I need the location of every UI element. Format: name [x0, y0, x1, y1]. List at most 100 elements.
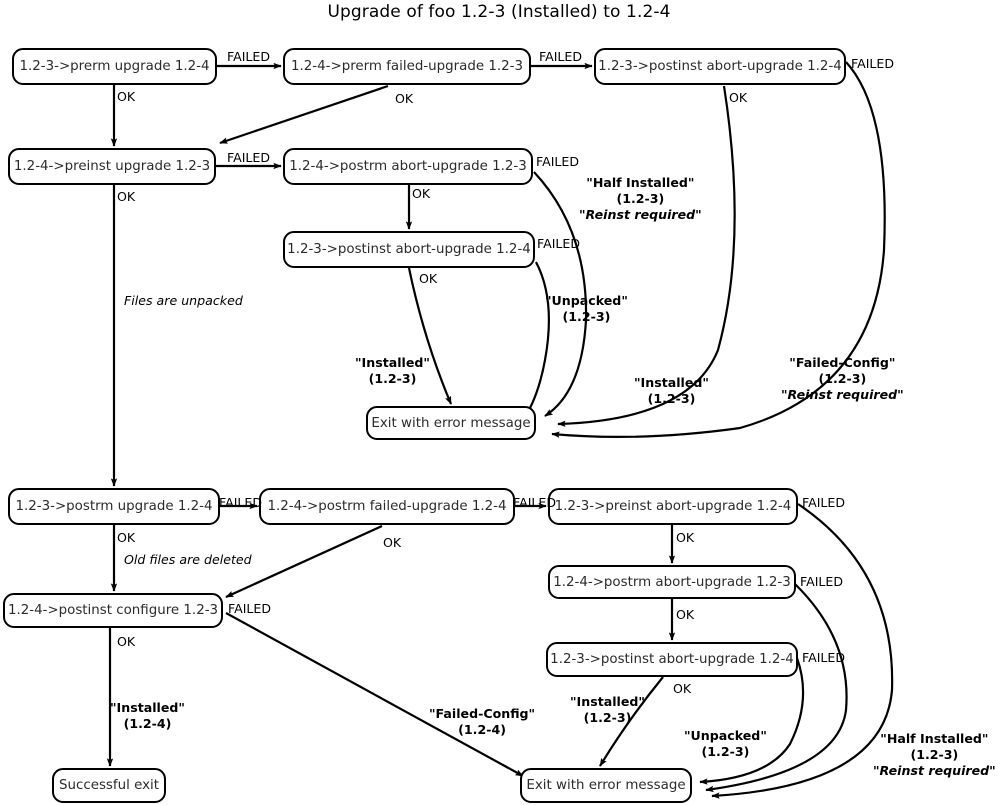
- edge-label-ok: OK: [117, 189, 136, 204]
- node-label: 1.2-4->preinst upgrade 1.2-3: [13, 159, 211, 174]
- edge-label-failed: FAILED: [802, 650, 846, 665]
- edge-n13-n15: [599, 676, 664, 767]
- state-line-2: (1.2-3): [583, 710, 632, 726]
- state-line-italic: "Reinst required": [579, 207, 702, 223]
- edge-label-failed: FAILED: [227, 49, 271, 64]
- state-line-2: (1.2-3): [647, 391, 696, 407]
- note-old-files-are-deleted: Old files are deleted: [124, 552, 252, 567]
- edge-label-failed: FAILED: [851, 56, 895, 71]
- node-label: 1.2-4->prerm failed-upgrade 1.2-3: [291, 59, 523, 74]
- node-label: Exit with error message: [526, 778, 686, 793]
- edge-label-failed: FAILED: [227, 150, 271, 165]
- node-label: 1.2-4->postrm abort-upgrade 1.2-3: [289, 159, 527, 174]
- edge-n11-n15-failed: [705, 583, 848, 793]
- edge-label-failed: FAILED: [539, 49, 583, 64]
- node-postinst-abort-upgrade-top[interactable]: 1.2-3->postinst abort-upgrade 1.2-4: [594, 48, 846, 85]
- node-label: 1.2-3->postinst abort-upgrade 1.2-4: [550, 652, 794, 667]
- edge-n6-n7-failed: [522, 261, 551, 421]
- edge-label-failed: FAILED: [537, 236, 581, 251]
- state-label-failed-config-124: "Failed-Config" (1.2-4): [429, 706, 535, 738]
- edge-n12-n15: [225, 612, 524, 777]
- state-line-1: "Installed": [570, 694, 645, 709]
- node-preinst-abort-upgrade[interactable]: 1.2-3->preinst abort-upgrade 1.2-4: [548, 488, 798, 525]
- node-label: 1.2-4->postinst configure 1.2-3: [7, 603, 219, 618]
- node-postinst-configure[interactable]: 1.2-4->postinst configure 1.2-3: [3, 593, 223, 628]
- state-line-1: "Failed-Config": [789, 355, 896, 370]
- node-prerm-failed-upgrade[interactable]: 1.2-4->prerm failed-upgrade 1.2-3: [283, 48, 531, 85]
- edge-label-failed: FAILED: [800, 574, 844, 589]
- node-label: Successful exit: [59, 778, 159, 793]
- state-label-installed-final: "Installed" (1.2-4): [110, 700, 185, 732]
- state-label-installed: "Installed" (1.2-3): [570, 694, 645, 726]
- state-label-half-installed: "Half Installed" (1.2-3) "Reinst require…: [579, 175, 702, 223]
- edge-n2-n4: [219, 84, 389, 145]
- node-postrm-failed-upgrade[interactable]: 1.2-4->postrm failed-upgrade 1.2-4: [259, 488, 515, 525]
- state-line-2: (1.2-3): [701, 744, 750, 760]
- node-label: 1.2-4->postrm abort-upgrade 1.2-3: [553, 574, 791, 590]
- state-line-1: "Unpacked": [545, 293, 628, 308]
- state-label-installed: "Installed" (1.2-3): [355, 355, 430, 387]
- edge-n9-n12: [225, 524, 383, 599]
- node-label: Exit with error message: [371, 415, 531, 431]
- state-line-2: (1.2-3): [562, 309, 611, 325]
- edge-label-ok: OK: [419, 271, 438, 286]
- state-line-2: (1.2-3): [910, 747, 959, 763]
- edge-label-ok: OK: [676, 607, 695, 622]
- state-line-1: "Unpacked": [684, 728, 767, 743]
- node-postinst-abort-upgrade-mid[interactable]: 1.2-3->postinst abort-upgrade 1.2-4: [283, 231, 535, 268]
- edge-label-failed: FAILED: [219, 495, 263, 510]
- state-line-1: "Half Installed": [880, 731, 989, 746]
- edge-label-ok: OK: [383, 535, 402, 550]
- edge-n13-n15-failed: [699, 657, 805, 785]
- state-line-italic: "Reinst required": [873, 763, 996, 779]
- edge-n3-n7-failed: [551, 61, 886, 439]
- node-label: 1.2-4->postrm failed-upgrade 1.2-4: [267, 499, 507, 514]
- state-line-italic: "Reinst required": [781, 387, 904, 403]
- state-line-2: (1.2-4): [123, 716, 172, 732]
- edge-label-ok: OK: [117, 634, 136, 649]
- edge-n3-n7-ok: [557, 85, 736, 427]
- edge-label-ok: OK: [676, 530, 695, 545]
- edge-n6-n7: [407, 267, 453, 405]
- node-exit-with-error-message-lower[interactable]: Exit with error message: [520, 768, 692, 803]
- node-label: 1.2-3->prerm upgrade 1.2-4: [19, 59, 210, 74]
- edge-label-ok: OK: [117, 530, 136, 545]
- node-postrm-abort-upgrade-mid[interactable]: 1.2-4->postrm abort-upgrade 1.2-3: [283, 148, 533, 185]
- state-label-failed-config: "Failed-Config" (1.2-3) "Reinst required…: [781, 355, 904, 403]
- state-line-1: "Failed-Config": [429, 706, 536, 721]
- edge-label-ok: OK: [673, 681, 692, 696]
- state-line-2: (1.2-3): [818, 371, 867, 387]
- state-line-2: (1.2-3): [616, 191, 665, 207]
- edge-label-ok: OK: [395, 91, 414, 106]
- state-label-unpacked: "Unpacked" (1.2-3): [545, 293, 628, 325]
- node-postrm-upgrade[interactable]: 1.2-3->postrm upgrade 1.2-4: [8, 488, 220, 525]
- node-postinst-abort-upgrade-low[interactable]: 1.2-3->postinst abort-upgrade 1.2-4: [546, 642, 798, 677]
- edge-n5-n7-failed: [533, 171, 588, 417]
- node-prerm-upgrade[interactable]: 1.2-3->prerm upgrade 1.2-4: [12, 48, 217, 85]
- state-line-1: "Installed": [110, 700, 185, 715]
- node-successful-exit[interactable]: Successful exit: [52, 768, 166, 803]
- state-line-1: "Installed": [634, 375, 709, 390]
- state-line-1: "Half Installed": [586, 175, 695, 190]
- node-preinst-upgrade[interactable]: 1.2-4->preinst upgrade 1.2-3: [8, 148, 216, 185]
- edge-label-failed: FAILED: [536, 154, 580, 169]
- edge-label-ok: OK: [412, 186, 431, 201]
- node-label: 1.2-3->preinst abort-upgrade 1.2-4: [554, 499, 792, 514]
- node-label: 1.2-3->postrm upgrade 1.2-4: [15, 499, 213, 514]
- node-exit-with-error-message-upper[interactable]: Exit with error message: [366, 406, 536, 440]
- edge-label-failed: FAILED: [228, 601, 272, 616]
- state-label-unpacked: "Unpacked" (1.2-3): [684, 728, 767, 760]
- node-postrm-abort-upgrade-low[interactable]: 1.2-4->postrm abort-upgrade 1.2-3: [548, 565, 796, 599]
- state-line-2: (1.2-4): [458, 722, 506, 738]
- edge-label-failed: FAILED: [802, 495, 846, 510]
- state-label-installed: "Installed" (1.2-3): [634, 375, 709, 407]
- edge-n10-n15-failed: [711, 503, 894, 799]
- state-label-half-installed: "Half Installed" (1.2-3) "Reinst require…: [873, 731, 996, 779]
- edge-label-failed: FAILED: [513, 495, 557, 510]
- edge-label-ok: OK: [729, 90, 748, 105]
- edge-label-ok: OK: [117, 89, 136, 104]
- node-label: 1.2-3->postinst abort-upgrade 1.2-4: [598, 59, 842, 74]
- state-line-2: (1.2-3): [368, 371, 417, 387]
